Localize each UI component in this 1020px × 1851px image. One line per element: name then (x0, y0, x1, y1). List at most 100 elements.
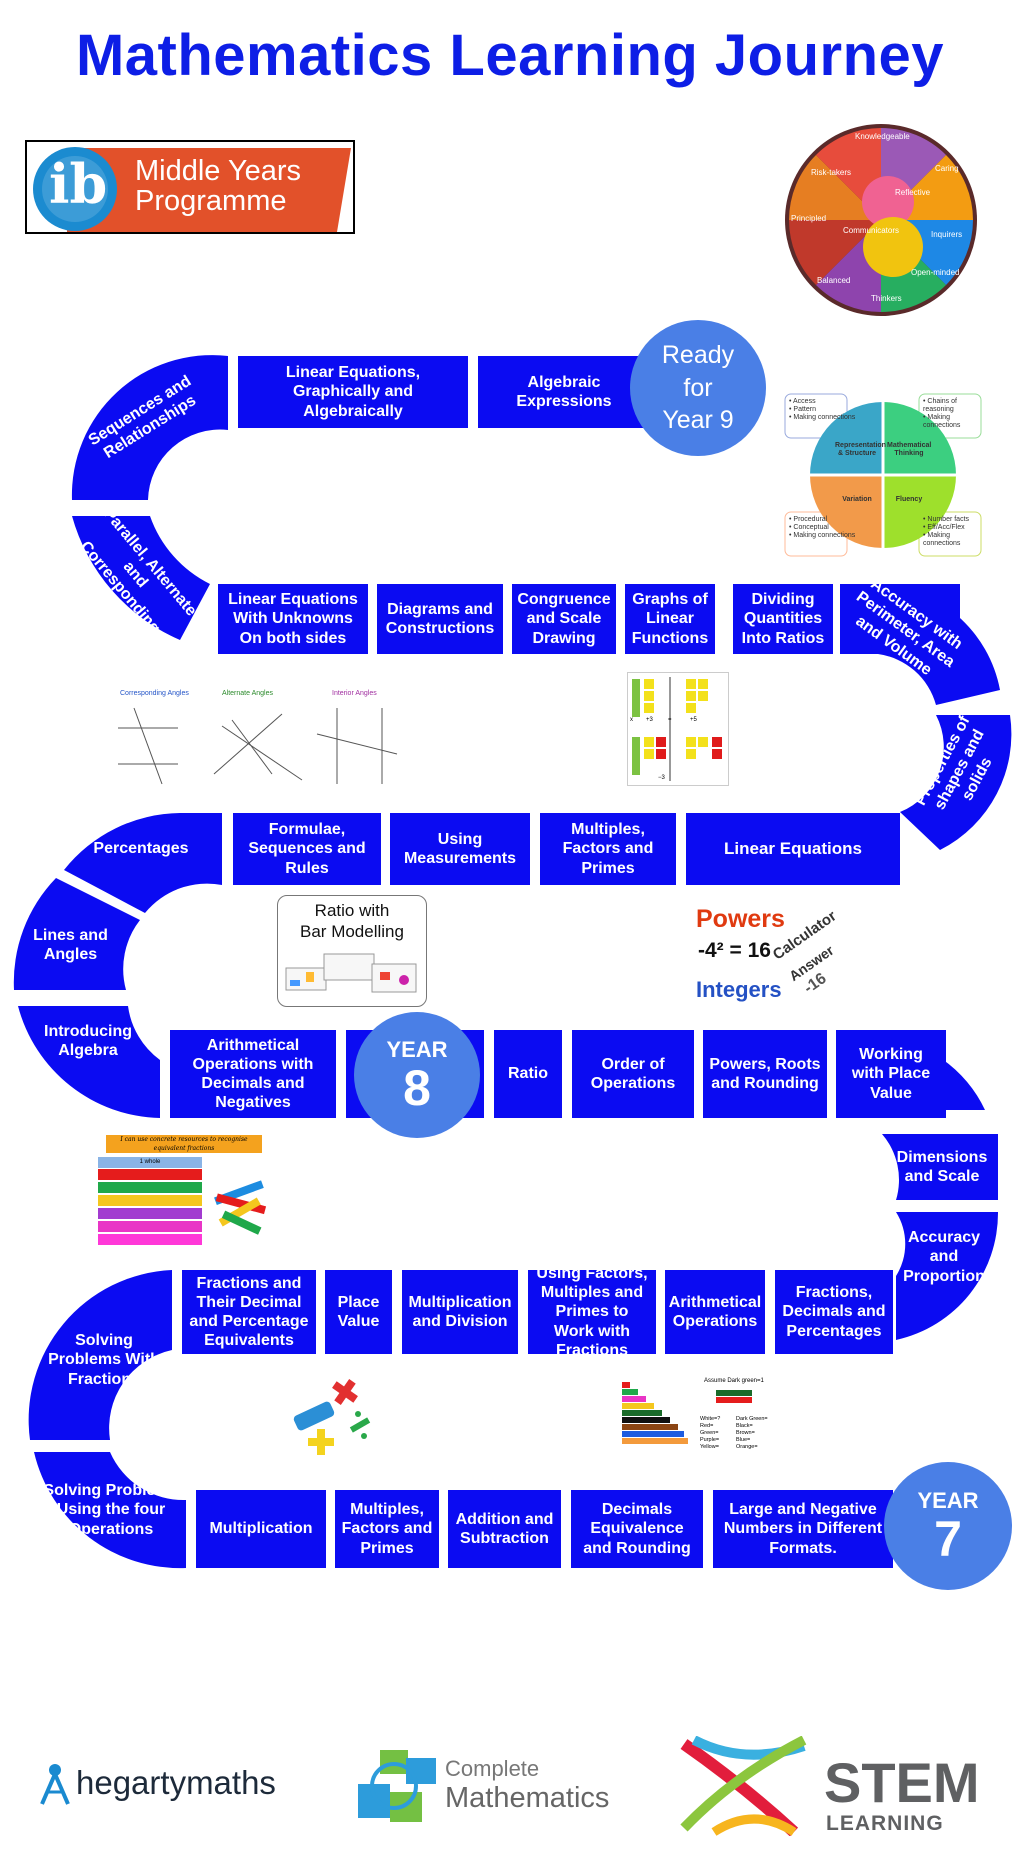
tile-multiples-factors-primes-y8[interactable]: Multiples, Factors and Primes (540, 813, 676, 885)
cuisenaire-rods-image: Assume Dark green=1 White=? Red= Green= … (620, 1378, 780, 1468)
year8-number: 8 (403, 1060, 431, 1116)
tile-linear-equations-graphically[interactable]: Linear Equations, Graphically and Algebr… (238, 356, 468, 428)
tile-algebraic-expressions[interactable]: Algebraic Expressions (478, 356, 650, 428)
rods-left-line: Green= (700, 1429, 719, 1436)
tile-working-place-value[interactable]: Working with Place Value (836, 1030, 946, 1118)
tile-label-plus5: +5 (690, 717, 697, 723)
ready-line-2: for (683, 373, 713, 402)
rods-left-line: White=? (700, 1416, 721, 1422)
rods-caption: Assume Dark green=1 (704, 1378, 764, 1384)
note-line: • Pattern (789, 406, 816, 414)
tile-formulae-sequences-rules[interactable]: Formulae, Sequences and Rules (233, 813, 381, 885)
math-symbols-icon (288, 1378, 378, 1466)
lp-open-minded: Open-minded (911, 268, 960, 277)
lp-balanced: Balanced (817, 276, 851, 285)
tile-dividing-quantities[interactable]: Dividing Quantities Into Ratios (733, 584, 833, 654)
tile-powers-roots-rounding[interactable]: Powers, Roots and Rounding (703, 1030, 827, 1118)
lp-principled: Principled (791, 214, 827, 223)
angle-lines-icon (118, 707, 398, 785)
tile-decimals-equivalence-rounding[interactable]: Decimals Equivalence and Rounding (571, 1490, 703, 1568)
fraction-wall-image: I can use concrete resources to recognis… (96, 1135, 276, 1245)
lp-knowledgeable: Knowledgeable (855, 132, 910, 141)
tile-introducing-algebra[interactable]: Introducing Algebra (44, 1022, 132, 1059)
tile-lines-and-angles[interactable]: Lines and Angles (33, 926, 108, 963)
fraction-whole: 1 whole (98, 1157, 202, 1168)
angles-diagram: Corresponding Angles Alternate Angles In… (112, 684, 402, 794)
mastery-quadrant-diagram: Representation & Structure Mathematical … (783, 392, 983, 558)
note-line: • Making connections (789, 414, 856, 422)
tile-label-x: x (630, 717, 633, 723)
tile-diagrams-constructions[interactable]: Diagrams and Constructions (377, 584, 503, 654)
tile-percentages[interactable]: Percentages (93, 840, 189, 858)
tile-multiplication[interactable]: Multiplication (196, 1490, 326, 1568)
ib-mark: ib (49, 152, 108, 216)
tile-congruence-scale-drawing[interactable]: Congruence and Scale Drawing (512, 584, 616, 654)
tile-fractions-decimals-percentages[interactable]: Fractions, Decimals and Percentages (775, 1270, 893, 1354)
angles-alternate-label: Alternate Angles (222, 690, 273, 697)
tile-using-measurements[interactable]: Using Measurements (390, 813, 530, 885)
tile-place-value[interactable]: Place Value (325, 1270, 392, 1354)
complete-maths-icon (358, 1750, 436, 1822)
lp-inquirers: Inquirers (931, 230, 963, 239)
tile-arithmetical-ops-decimals[interactable]: Arithmetical Operations with Decimals an… (170, 1030, 336, 1118)
tile-ratio[interactable]: Ratio (494, 1030, 562, 1118)
tile-label-plus3: +3 (646, 717, 653, 723)
hegartymaths-logo: hegartymaths (38, 1760, 278, 1810)
tile-using-factors-fractions[interactable]: Using Factors, Multiples and Primes to W… (528, 1265, 656, 1359)
milestone-year-8: YEAR 8 (354, 1012, 480, 1138)
ready-line-3: Year 9 (662, 406, 734, 435)
bar-model-icon (285, 953, 417, 993)
quad-mathematical-thinking: Mathematical Thinking (887, 442, 932, 458)
ib-line-1: Middle Years (135, 155, 302, 187)
tile-linear-equations-both-sides[interactable]: Linear Equations With Unknowns On both s… (218, 584, 368, 654)
tile-label-equals: = (668, 717, 672, 723)
note-line: • Conceptual (789, 524, 829, 532)
tile-multiples-factors-primes-y7[interactable]: Multiples, Factors and Primes (335, 1490, 439, 1568)
tile-addition-subtraction[interactable]: Addition and Subtraction (448, 1490, 561, 1568)
rods-right-line: Brown= (736, 1429, 755, 1436)
tile-linear-equations[interactable]: Linear Equations (686, 813, 900, 885)
lp-thinkers: Thinkers (871, 294, 902, 303)
tile-dimensions-scale[interactable]: Dimensions and Scale (896, 1148, 988, 1185)
tile-order-of-operations[interactable]: Order of Operations (572, 1030, 694, 1118)
note-line: • Making connections (923, 532, 961, 548)
milestone-ready-for-year-9: Ready for Year 9 (630, 320, 766, 456)
note-line: • Procedural (789, 516, 828, 523)
stem-learning-logo: STEM LEARNING (674, 1736, 1004, 1836)
year7-label: YEAR (917, 1488, 979, 1513)
tile-solving-problems-four-ops[interactable]: Solving Problems Using the four Operatio… (43, 1482, 179, 1538)
year8-label: YEAR (386, 1037, 448, 1062)
quad-representation: Representation & Structure (835, 442, 886, 458)
tile-large-negative-numbers[interactable]: Large and Negative Numbers in Different … (713, 1490, 893, 1568)
tile-accuracy-perimeter-area[interactable] (842, 584, 960, 654)
fraction-wall-graphic (98, 1169, 267, 1245)
ratio-bar-modelling-card: Ratio with Bar Modelling (277, 895, 427, 1007)
powers-equation: -4² = 16 (698, 939, 771, 962)
lp-caring: Caring (935, 164, 959, 173)
learner-profile-circle: Knowledgeable Caring Risk-takers Reflect… (783, 122, 979, 318)
stem-x-icon (680, 1736, 807, 1836)
complete-word: Complete (445, 1756, 540, 1781)
tile-fractions-decimal-percentage-equiv[interactable]: Fractions and Their Decimal and Percenta… (182, 1270, 316, 1354)
ratio-card-title-1: Ratio with (314, 901, 390, 920)
note-line: • Eff/Acc/Flex (923, 524, 965, 532)
powers-integers-graphic: Powers -4² = 16 Calculator Answer -16 In… (694, 905, 844, 1010)
tile-arithmetical-operations[interactable]: Arithmetical Operations (665, 1270, 765, 1354)
tile-graphs-linear-functions[interactable]: Graphs of Linear Functions (625, 584, 715, 654)
ready-line-1: Ready (661, 341, 735, 370)
rods-right-line: Blue= (736, 1436, 751, 1443)
ib-line-2: Programme (135, 185, 287, 218)
quad-fluency: Fluency (895, 496, 923, 503)
tile-solving-problems-fractions[interactable]: Solving Problems With Fractions (48, 1332, 160, 1388)
tile-accuracy-proportion[interactable]: Accuracy and Proportion (903, 1229, 985, 1285)
note-line: • Making connections (789, 532, 856, 540)
algebra-tiles-graphic (632, 677, 722, 781)
page-title: Mathematics Learning Journey (75, 23, 945, 88)
lp-risk-takers: Risk-takers (811, 168, 852, 177)
rods-right-line: Orange= (736, 1443, 758, 1450)
algebra-tiles-image: x +3 = +5 −3 (627, 672, 729, 786)
complete-mathematics-logo: Complete Mathematics (350, 1744, 610, 1826)
angles-corresponding-label: Corresponding Angles (120, 690, 189, 697)
tile-multiplication-division[interactable]: Multiplication and Division (402, 1270, 518, 1354)
